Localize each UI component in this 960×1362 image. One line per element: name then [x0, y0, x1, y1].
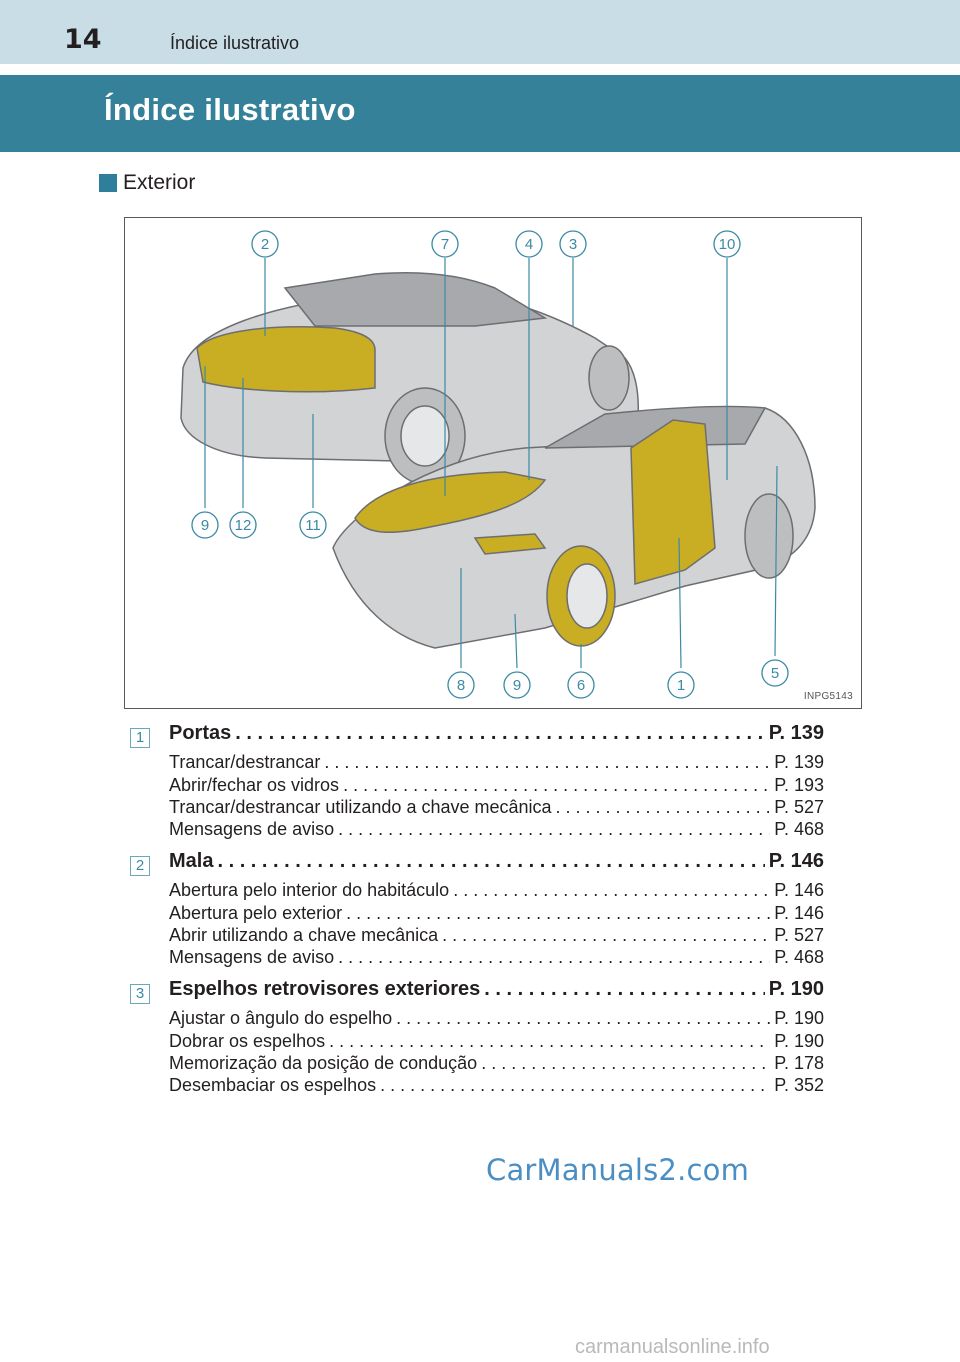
- callout-label: 1: [677, 677, 685, 694]
- entry-item[interactable]: Desembaciar os espelhosP. 352: [169, 1075, 824, 1096]
- entry-title: Espelhos retrovisores exteriores: [169, 978, 481, 1000]
- entry-title: Portas: [169, 722, 232, 744]
- page-ref: P. 527: [774, 925, 824, 945]
- entry-item[interactable]: Memorização da posição de conduçãoP. 178: [169, 1053, 824, 1074]
- entry-title: Mala: [169, 850, 214, 872]
- door-highlight: [630, 419, 716, 585]
- entry-number: 2: [130, 856, 150, 876]
- page-ref: P. 146: [774, 880, 824, 900]
- callout-label: 4: [525, 236, 533, 253]
- page-ref: P. 352: [774, 1075, 824, 1095]
- entry-item[interactable]: Abertura pelo exteriorP. 146: [169, 903, 824, 924]
- watermark-center: CarManuals2.com: [486, 1153, 750, 1187]
- callout-label: 2: [261, 236, 269, 253]
- page-ref: P. 178: [774, 1053, 824, 1073]
- index-entry: 2 Mala P. 146 Abertura pelo interior do h…: [130, 850, 824, 974]
- callout-label: 9: [513, 677, 521, 694]
- page-ref: P. 139: [774, 752, 824, 772]
- callout-label: 6: [577, 677, 585, 694]
- entry-item[interactable]: Trancar/destrancar utilizando a chave me…: [169, 797, 824, 818]
- entry-item[interactable]: Abrir utilizando a chave mecânicaP. 527: [169, 925, 824, 946]
- callout-leaders: [204, 258, 778, 669]
- entry-item[interactable]: Ajustar o ângulo do espelhoP. 190: [169, 1008, 824, 1029]
- callout-label: 3: [569, 236, 577, 253]
- entry-heading[interactable]: Mala P. 146: [169, 850, 824, 873]
- entry-number: 3: [130, 984, 150, 1004]
- page-ref: P. 190: [774, 1031, 824, 1051]
- entry-item[interactable]: Dobrar os espelhosP. 190: [169, 1031, 824, 1052]
- callout-label: 5: [771, 665, 779, 682]
- entry-item[interactable]: Mensagens de avisoP. 468: [169, 819, 824, 840]
- page-ref: P. 193: [774, 775, 824, 795]
- page-ref: P. 146: [774, 903, 824, 923]
- title-bar: [0, 75, 960, 152]
- callout-label: 12: [235, 517, 252, 534]
- headlight-highlight: [473, 533, 547, 555]
- trunk-highlight: [196, 326, 376, 393]
- index-entry: 3 Espelhos retrovisores exteriores P. 190…: [130, 978, 824, 1102]
- car-illustration-svg: 2 7 4 3 10 9 12 11 8 9 6 1 5: [180, 230, 816, 699]
- page-ref: P. 527: [774, 797, 824, 817]
- section-heading: Exterior: [99, 170, 195, 196]
- page-ref: P. 468: [774, 947, 824, 967]
- entry-number: 1: [130, 728, 150, 748]
- hood-highlight: [354, 471, 547, 534]
- section-label: Exterior: [123, 171, 196, 194]
- page-ref: P. 139: [768, 722, 824, 744]
- page-ref: P. 190: [768, 978, 824, 1000]
- entry-heading[interactable]: Portas P. 139: [169, 722, 824, 745]
- watermark-footer: carmanualsonline.info: [575, 1336, 770, 1358]
- callout-label: 10: [719, 236, 736, 253]
- image-code: INPG5143: [803, 691, 853, 702]
- car-exterior-illustration: 2 7 4 3 10 9 12 11 8 9 6 1 5 INPG5143: [124, 217, 862, 709]
- running-header-bar: [0, 0, 960, 64]
- callout-label: 8: [457, 677, 465, 694]
- entry-heading[interactable]: Espelhos retrovisores exteriores P. 190: [169, 978, 824, 1001]
- section-marker-icon: [99, 174, 117, 192]
- callout-label: 11: [305, 517, 321, 534]
- page-title: Índice ilustrativo: [104, 92, 356, 127]
- index-entry: 1 PortasP. 139 Trancar/destrancarP. 139 …: [130, 722, 824, 846]
- callout-circles: [191, 230, 789, 699]
- callout-label: 7: [441, 236, 449, 253]
- page-ref: P. 146: [768, 850, 824, 872]
- entry-item[interactable]: Abrir/fechar os vidrosP. 193: [169, 775, 824, 796]
- entry-item[interactable]: Mensagens de avisoP. 468: [169, 947, 824, 968]
- page-ref: P. 468: [774, 819, 824, 839]
- page-ref: P. 190: [774, 1008, 824, 1028]
- running-title: Índice ilustrativo: [170, 33, 300, 53]
- page-number: 14: [64, 24, 102, 55]
- callout-label: 9: [201, 517, 209, 534]
- entry-item[interactable]: Abertura pelo interior do habitáculoP. 1…: [169, 880, 824, 901]
- entry-item[interactable]: Trancar/destrancarP. 139: [169, 752, 824, 773]
